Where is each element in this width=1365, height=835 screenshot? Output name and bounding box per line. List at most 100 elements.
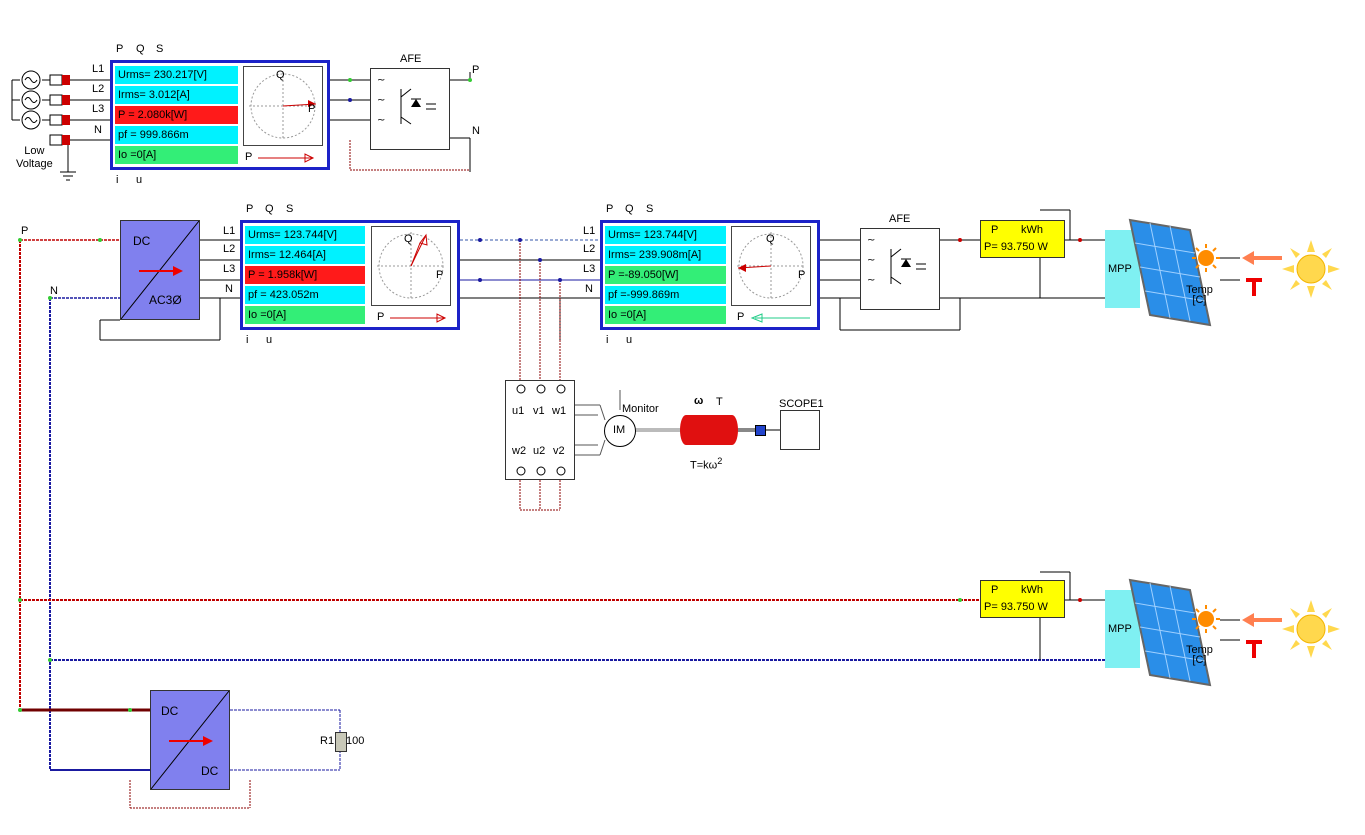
- meter2-phase-n: N: [225, 283, 233, 295]
- meter3-header-p: P: [606, 203, 614, 215]
- resistor-r1[interactable]: [335, 732, 347, 752]
- meter3-flow-arrow-icon: [750, 313, 810, 323]
- solar-panel-icon: [1128, 578, 1212, 687]
- meter2-header-p: P: [246, 203, 254, 215]
- scope-block[interactable]: [780, 410, 820, 450]
- kwh1-unit: kWh: [1021, 224, 1043, 236]
- meter1-header-s: S: [156, 43, 164, 55]
- meter2-phase-l2: L2: [223, 243, 236, 255]
- meter2-phase-l1: L1: [223, 225, 236, 237]
- kwh-meter-1[interactable]: P kWh P= 93.750 W: [980, 220, 1065, 258]
- sun-icon: [1282, 240, 1340, 298]
- meter3-urms: Urms= 123.744[V]: [605, 226, 726, 244]
- afe-converter-2[interactable]: ~ ~ ~: [860, 228, 940, 310]
- meter2-footer-i: i: [246, 334, 249, 346]
- load-omega-label: ω: [694, 395, 704, 407]
- phase-label-l2: L2: [92, 83, 105, 95]
- meter2-irms: Irms= 12.464[A]: [245, 246, 365, 264]
- mechanical-load[interactable]: [680, 415, 738, 445]
- svg-text:~: ~: [377, 95, 385, 106]
- meter3-phasor-p: P: [798, 269, 806, 281]
- meter2-power: P = 1.958k[W]: [245, 266, 365, 284]
- igbt-icon: ~ ~ ~: [377, 75, 436, 126]
- power-meter-2[interactable]: Urms= 123.744[V] Irms= 12.464[A] P = 1.9…: [240, 220, 460, 330]
- solar-panel-icon: [1128, 218, 1212, 327]
- igbt-icon: ~ ~ ~: [867, 235, 926, 286]
- terminal-w2: w2: [512, 445, 527, 457]
- dc-dc-converter[interactable]: DC DC: [150, 690, 230, 790]
- kwh2-p-label: P: [991, 584, 999, 596]
- pv2-temp-label: Temp [C]: [1186, 644, 1213, 666]
- conv-top-dc: DC: [133, 234, 151, 248]
- converter-diagonal-icon: [150, 690, 230, 790]
- meter2-flow-arrow-icon: [390, 313, 447, 323]
- kwh1-value: P= 93.750 W: [984, 241, 1048, 253]
- meter2-footer-u: u: [266, 334, 273, 346]
- conv-top-ac: AC3Ø: [149, 293, 182, 307]
- meter1-io: Io =0[A]: [115, 146, 238, 164]
- ac-source-icon: [21, 70, 70, 146]
- svg-text:~: ~: [867, 275, 875, 286]
- meter1-footer-i: i: [116, 174, 119, 186]
- meter2-phasor-diagram: Q P: [371, 226, 451, 306]
- terminal-u2: u2: [533, 445, 546, 457]
- converter-diagonal-icon: [120, 220, 200, 320]
- afe1-title: AFE: [400, 53, 422, 65]
- load-equation-exp: 2: [717, 456, 723, 466]
- meter2-flow-label: P: [377, 311, 385, 323]
- pv1-mpp-label: MPP: [1108, 263, 1132, 275]
- meter3-phase-l1: L1: [583, 225, 596, 237]
- meter3-footer-u: u: [626, 334, 633, 346]
- load-t-label: T: [716, 396, 723, 408]
- meter3-phase-l2: L2: [583, 243, 596, 255]
- speed-sensor-icon: [755, 425, 766, 436]
- irradiance-arrow-icon: [1242, 613, 1282, 658]
- terminal-screws-icon: [516, 384, 566, 476]
- meter3-irms: Irms= 239.908m[A]: [605, 246, 726, 264]
- meter3-io: Io =0[A]: [605, 306, 726, 324]
- meter2-header-q: Q: [265, 203, 274, 215]
- meter3-phasor-q: Q: [766, 233, 775, 245]
- voltage-source-group: [20, 70, 70, 155]
- phase-label-n: N: [94, 124, 102, 136]
- pv1-temp-label: Temp [C]: [1186, 284, 1213, 306]
- meter2-phasor-p: P: [436, 269, 444, 281]
- sun-irradiance-icon: [1192, 605, 1220, 633]
- meter2-phase-l3: L3: [223, 263, 236, 275]
- sun-irradiance-icon: [1192, 244, 1220, 272]
- bus-p-label: P: [21, 225, 29, 237]
- induction-motor[interactable]: IM: [604, 415, 636, 447]
- svg-text:~: ~: [377, 75, 385, 86]
- pv2-mpp-label: MPP: [1108, 623, 1132, 635]
- phasor-circle-icon: [737, 232, 805, 300]
- kwh2-unit: kWh: [1021, 584, 1043, 596]
- phase-label-l1: L1: [92, 63, 105, 75]
- meter1-header-q: Q: [136, 43, 145, 55]
- source-label: Low Voltage: [16, 145, 53, 170]
- meter2-header-s: S: [286, 203, 294, 215]
- dc-ac-converter[interactable]: DC AC3Ø: [120, 220, 200, 320]
- afe-converter-1[interactable]: ~ ~ ~: [370, 68, 450, 150]
- meter3-footer-i: i: [606, 334, 609, 346]
- meter1-phasor-p: P: [308, 103, 316, 115]
- meter1-pf: pf = 999.866m: [115, 126, 238, 144]
- power-meter-3[interactable]: Urms= 123.744[V] Irms= 239.908m[A] P =-8…: [600, 220, 820, 330]
- meter3-phase-n: N: [585, 283, 593, 295]
- kwh-meter-2[interactable]: P kWh P= 93.750 W: [980, 580, 1065, 618]
- meter3-header-s: S: [646, 203, 654, 215]
- meter2-urms: Urms= 123.744[V]: [245, 226, 365, 244]
- phasor-circle-icon: [377, 232, 445, 300]
- power-meter-1[interactable]: Urms= 230.217[V] Irms= 3.012[A] P = 2.08…: [110, 60, 330, 170]
- svg-text:~: ~: [867, 235, 875, 246]
- svg-text:~: ~: [377, 115, 385, 126]
- motor-im-label: IM: [613, 424, 626, 436]
- phasor-circle-icon: [249, 72, 317, 140]
- bus-n-label: N: [50, 285, 58, 297]
- resistor-value: 100: [346, 735, 365, 747]
- meter1-irms: Irms= 3.012[A]: [115, 86, 238, 104]
- load-equation: T=kω2: [690, 456, 722, 472]
- motor-terminal-box[interactable]: u1 v1 w1 w2 u2 v2: [505, 380, 575, 480]
- meter1-urms: Urms= 230.217[V]: [115, 66, 238, 84]
- meter3-flow-label: P: [737, 311, 745, 323]
